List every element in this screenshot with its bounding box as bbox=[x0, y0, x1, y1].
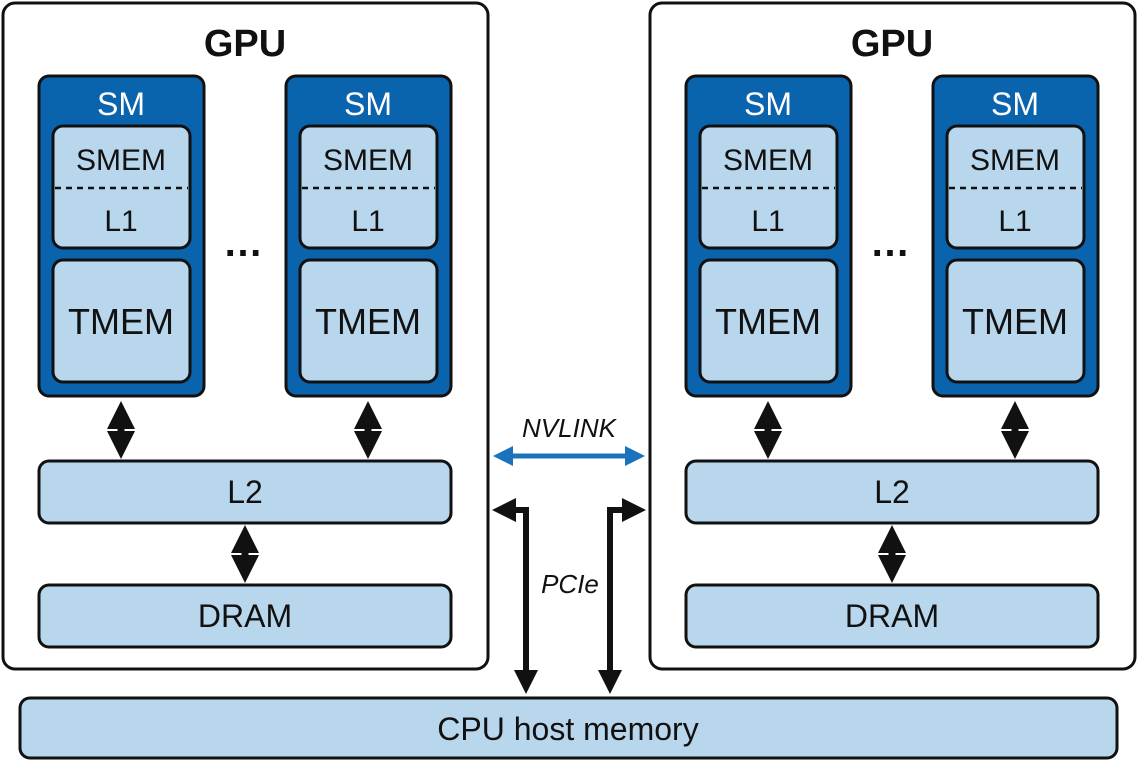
sm-title: SM bbox=[344, 86, 392, 122]
smem-label: SMEM bbox=[323, 144, 413, 177]
tmem-box bbox=[698, 258, 839, 384]
tmem-label: TMEM bbox=[315, 301, 421, 342]
cpu-host-memory-label: CPU host memory bbox=[437, 711, 698, 747]
l2-label: L2 bbox=[874, 474, 910, 510]
smem-label: SMEM bbox=[970, 144, 1060, 177]
dram-box bbox=[684, 583, 1100, 649]
gpu-left: GPU SM SMEM L1 TMEM … SM SMEM L1 TMEM bbox=[1, 1, 490, 671]
pcie-link-left bbox=[492, 498, 538, 694]
nvlink-label: NVLINK bbox=[522, 413, 618, 443]
tmem-label: TMEM bbox=[715, 301, 821, 342]
tmem-label: TMEM bbox=[962, 301, 1068, 342]
l2-label: L2 bbox=[227, 474, 263, 510]
sm-title: SM bbox=[97, 86, 145, 122]
sm-ellipsis: … bbox=[870, 221, 910, 265]
l1-label: L1 bbox=[751, 205, 784, 238]
cpu-host-memory-box bbox=[18, 696, 1119, 760]
dram-label: DRAM bbox=[845, 598, 939, 634]
pcie-link-right bbox=[598, 498, 646, 694]
gpu-left-sm-1: SM SMEM L1 TMEM bbox=[37, 74, 206, 398]
gpu-left-sm-2: SM SMEM L1 TMEM bbox=[284, 74, 453, 398]
smem-label: SMEM bbox=[76, 144, 166, 177]
gpu-right: GPU SM SMEM L1 TMEM … SM SMEM L1 TMEM bbox=[648, 1, 1137, 671]
smem-label: SMEM bbox=[723, 144, 813, 177]
tmem-box bbox=[51, 258, 192, 384]
tmem-box bbox=[945, 258, 1086, 384]
l2-box bbox=[684, 459, 1100, 525]
sm-title: SM bbox=[744, 86, 792, 122]
dram-box bbox=[37, 583, 453, 649]
gpu-right-title: GPU bbox=[851, 23, 933, 65]
tmem-label: TMEM bbox=[68, 301, 174, 342]
pcie-label: PCIe bbox=[541, 569, 599, 599]
l2-box bbox=[37, 459, 453, 525]
tmem-box bbox=[298, 258, 439, 384]
dram-label: DRAM bbox=[198, 598, 292, 634]
sm-ellipsis: … bbox=[223, 221, 263, 265]
l1-label: L1 bbox=[104, 205, 137, 238]
gpu-left-title: GPU bbox=[204, 23, 286, 65]
l1-label: L1 bbox=[998, 205, 1031, 238]
gpu-right-sm-2: SM SMEM L1 TMEM bbox=[931, 74, 1100, 398]
l1-label: L1 bbox=[351, 205, 384, 238]
gpu-right-sm-1: SM SMEM L1 TMEM bbox=[684, 74, 853, 398]
sm-title: SM bbox=[991, 86, 1039, 122]
